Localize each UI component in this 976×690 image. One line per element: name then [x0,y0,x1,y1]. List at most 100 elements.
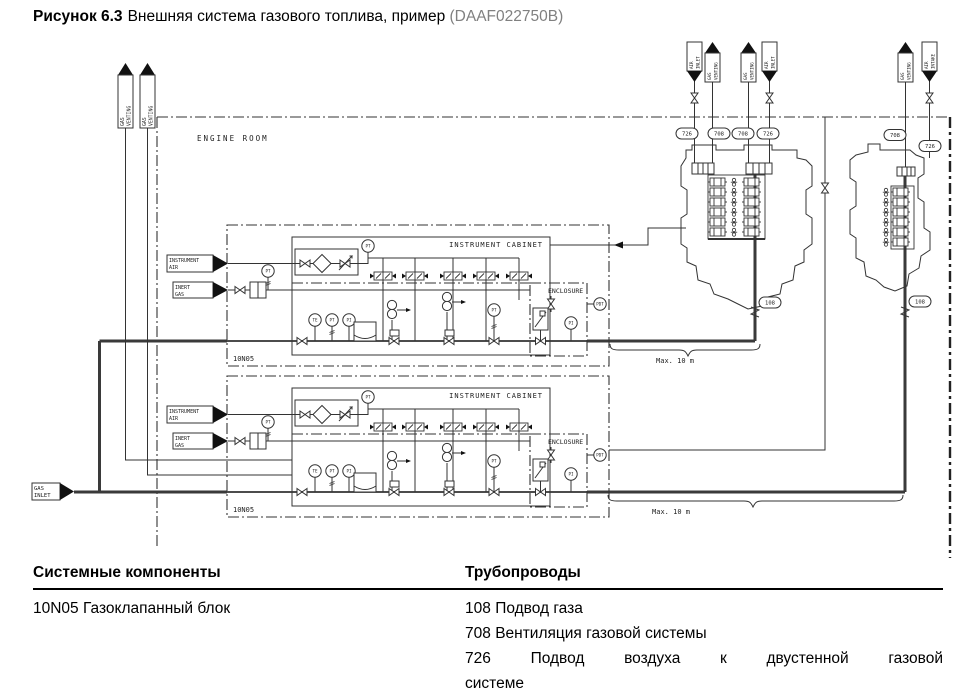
dimension-max10m-lower: Max. 10 m [607,494,904,516]
instrument-pt: PT [365,395,371,400]
instrument-pt: PT [491,308,497,313]
lower-valve-unit: INSTRUMENT CABINET ENCLOSURE 10N05 INSTR… [167,376,609,517]
inert-gas-label: GAS [175,292,184,298]
instrument-pi: PI [568,472,574,477]
instrument-pt: PT [365,244,371,249]
air-inlet-flag-2: AIR INLET [761,41,778,83]
pipe-item: 108 Подвод газа [465,596,943,621]
flag-label: GAS [120,117,126,126]
pipe-code: 726 [465,650,491,667]
pipe-code: 708 [465,625,491,642]
flag-label: GAS [900,72,905,80]
pipe-name-continued: системе [465,675,524,690]
instrument-air-label: AIR [169,416,179,422]
flag-label: INLET [696,56,701,69]
flag-label: GAS [707,72,712,80]
component-code: 10N05 [33,600,79,617]
instrument-te: TE [312,469,318,474]
instrument-air-label: AIR [169,265,179,271]
instrument-cabinet-label: INSTRUMENT CABINET [449,392,543,400]
pipe-label-708: 708 [738,132,748,138]
pipe-code: 108 [465,600,491,617]
instrument-pt: PT [329,469,335,474]
flag-label: VENTING [714,62,719,80]
gas-venting-flag-left-2: GAS VENTING [139,62,156,129]
flag-label: VENTING [127,106,133,126]
valve-unit-tag: 10N05 [233,506,254,514]
air-intake-flag: AIR INTAKE [921,41,938,83]
pipes-cell: 108 Подвод газа 708 Вентиляция газовой с… [465,596,943,690]
legend-body-row: 10N05 Газоклапанный блок 108 Подвод газа… [33,590,943,690]
instrument-pt: PT [491,459,497,464]
instrument-pt: PT [265,420,271,425]
left-engine [680,144,813,318]
legend-header-row: Системные компоненты Трубопроводы [33,564,943,590]
max-distance-label: Max. 10 m [656,357,694,365]
flag-label: GAS [34,486,44,492]
air-inlet-flag-1: AIR INLET [686,41,703,83]
gas-venting-flag-left-1: GAS VENTING [117,62,134,129]
flag-label: AIR [924,61,929,69]
instrument-pi: PI [568,321,574,326]
flag-label: INLET [771,56,776,69]
gas-inlet-flag: GAS INLET [31,482,74,501]
component-cell: 10N05 Газоклапанный блок [33,596,465,690]
right-engine [849,143,931,318]
flag-label: AIR [764,61,769,69]
flag-label: INTAKE [931,53,936,69]
figure-code: (DAAF022750B) [449,8,564,25]
flag-label: GAS [142,117,148,126]
pipe-label-726: 726 [763,132,773,138]
upper-valve-unit: INSTRUMENT CABINET ENCLOSURE 10N05 INSTR… [167,225,609,366]
inert-gas-label: GAS [175,443,184,449]
gas-venting-flag-engine1-a: GAS VENTING [704,41,721,83]
engine-room-boundary [156,116,952,558]
instrument-cabinet-label: INSTRUMENT CABINET [449,241,543,249]
pipe-label-708: 708 [714,132,724,138]
max-distance-label: Max. 10 m [652,508,690,516]
instrument-pdt: PDT [596,302,604,307]
pipe-name: Подвод газа [495,600,583,617]
pipe-label-108: 108 [765,301,775,307]
enclosure-label: ENCLOSURE [548,438,583,446]
flag-label: INLET [34,493,51,499]
instrument-pi: PI [346,469,352,474]
enclosure-label: ENCLOSURE [548,287,583,295]
vent-air-lines [125,81,934,476]
pipe-name: Вентиляция газовой системы [495,625,707,642]
pipe-label-726: 726 [682,132,692,138]
pipe-item: 726 Подвод воздуха к двустенной газовой … [465,646,943,690]
pipe-label-108: 108 [915,300,925,306]
pipe-label-726: 726 [925,144,935,150]
engine-room-label: ENGINE ROOM [197,134,269,143]
instrument-air-label: INSTRUMENT [169,409,199,415]
flag-label: GAS [743,72,748,80]
flag-label: AIR [689,61,694,69]
gas-venting-flag-engine2: GAS VENTING [897,41,914,83]
legend-col-pipes: Трубопроводы [465,564,581,581]
instrument-pi: PI [346,318,352,323]
pipe-number-labels: 726 708 708 726 708 726 108 108 [675,127,942,309]
instrument-te: TE [312,318,318,323]
legend-col-components: Системные компоненты [33,564,221,581]
flag-label: VENTING [149,106,155,126]
flag-label: VENTING [750,62,755,80]
pipe-item: 708 Вентиляция газовой системы [465,621,943,646]
flag-label: VENTING [907,62,912,80]
instrument-pt: PT [265,269,271,274]
piping-diagram: GAS VENTING GAS VENTING AIR INLET GAS VE… [31,41,952,558]
gas-venting-flag-engine1-b: GAS VENTING [740,41,757,83]
component-item: 10N05 Газоклапанный блок [33,596,465,621]
dimension-max10m-upper: Max. 10 m [609,343,761,365]
instrument-air-label: INSTRUMENT [169,258,199,264]
legend-table: Системные компоненты Трубопроводы 10N05 … [33,564,943,690]
pipe-name: Подвод воздуха к двустенной газовой [530,650,944,667]
inert-gas-label: INERT [175,285,190,291]
instrument-pt: PT [329,318,335,323]
inert-gas-label: INERT [175,436,190,442]
component-name: Газоклапанный блок [83,600,231,617]
pipe-label-708: 708 [890,133,900,139]
figure-title: Внешняя система газового топлива, пример [127,8,446,25]
